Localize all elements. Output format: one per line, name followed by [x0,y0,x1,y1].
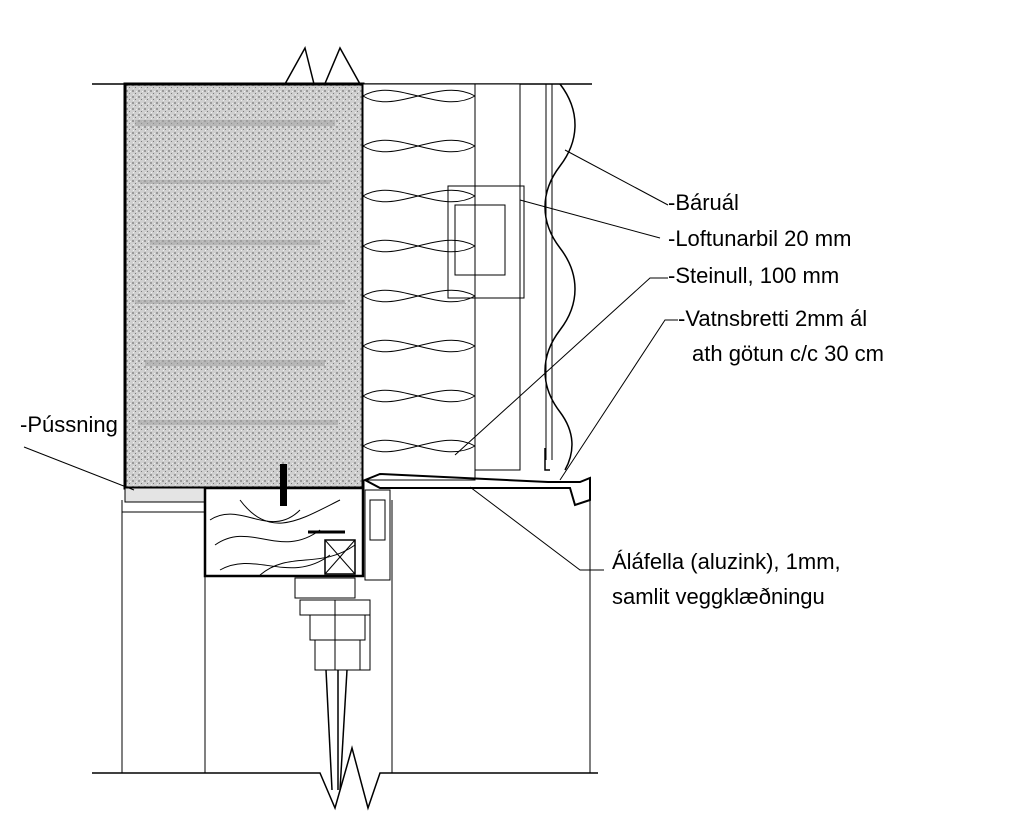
label-steinull: -Steinull, 100 mm [668,263,840,288]
label-alafella-1: Áláfella (aluzink), 1mm, [612,549,841,574]
label-alafella-2: samlit veggklæðningu [612,584,825,609]
plaster-layer [124,487,206,503]
corrugated-cladding [544,83,576,471]
anchor-bolt [280,464,287,506]
bracket-outline [447,185,525,299]
bracket-inner [454,204,506,276]
label-vatnsbretti-1: -Vatnsbretti 2mm ál [678,306,868,331]
sill-flashing [362,472,591,507]
label-vatnsbretti-2: ath götun c/c 30 cm [692,341,884,366]
batten-rail [474,83,521,471]
label-baruál: -Báruál [668,190,739,215]
sill-flashing-upturn [544,448,550,471]
insulation-layer [362,83,476,481]
concrete-wall [123,82,365,490]
label-loftunarbil: -Loftunarbil 20 mm [668,226,852,251]
leader-lines [23,149,678,571]
glass-pane [325,669,348,791]
wood-grain [209,499,356,576]
label-pussning: -Pússning [20,412,118,437]
concrete-texture [135,120,345,425]
bottom-break-line [92,745,598,811]
